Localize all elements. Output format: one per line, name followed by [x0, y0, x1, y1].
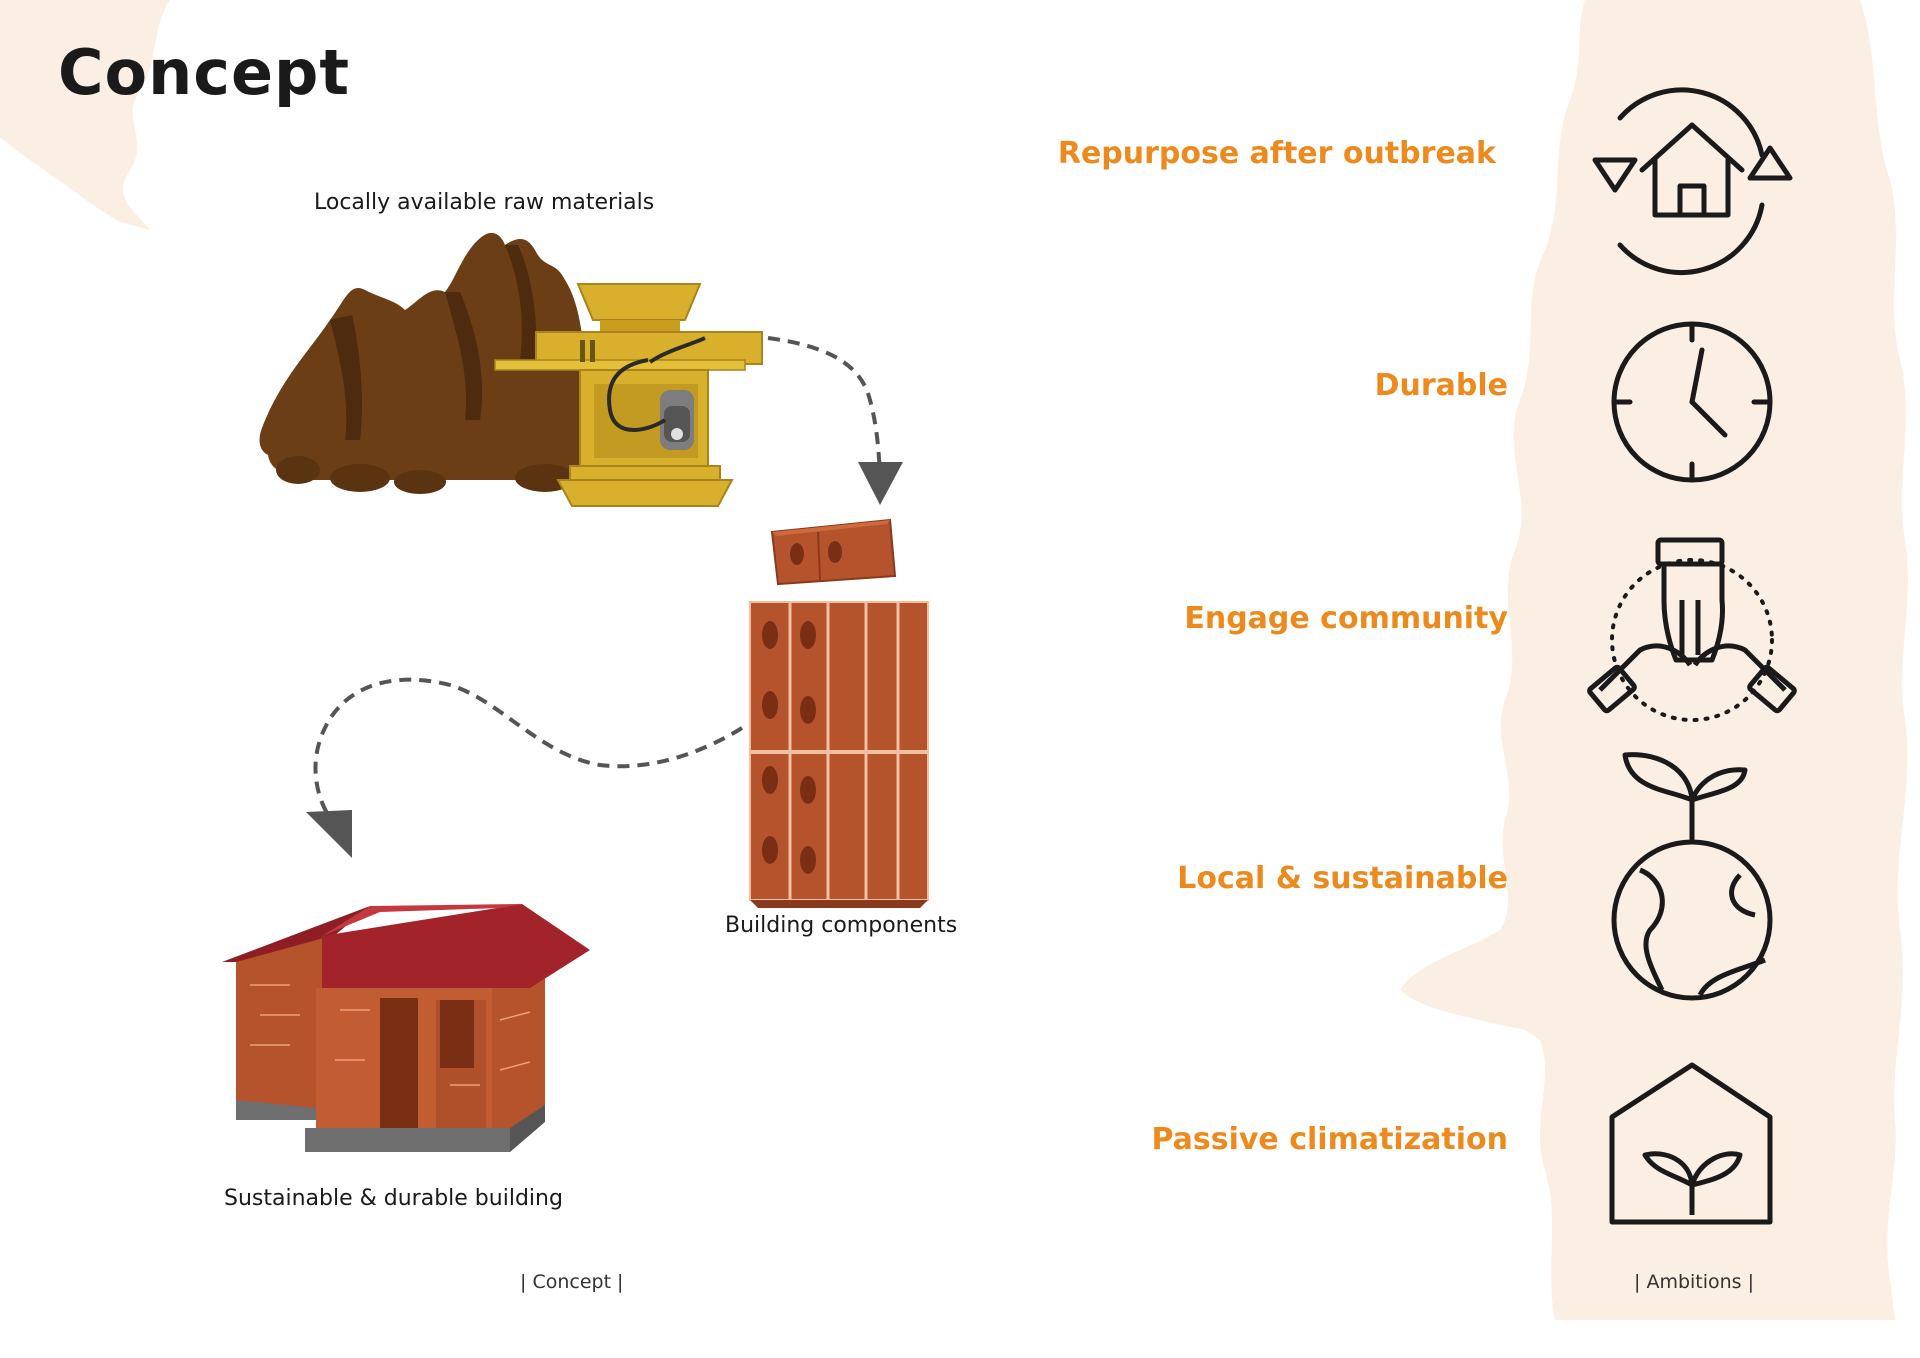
building-components-label: Building components — [725, 913, 958, 938]
top-left-brush-blob — [0, 0, 170, 230]
page-title: Concept — [58, 36, 351, 109]
raw-materials-label: Locally available raw materials — [314, 190, 655, 215]
footer-ambitions-label: | Ambitions | — [1634, 1271, 1755, 1293]
ambition-label-durable: Durable — [1374, 368, 1508, 403]
globe-sprout-icon — [1611, 752, 1773, 1001]
ambition-label-repurpose: Repurpose after outbreak — [1057, 136, 1496, 171]
brick-press-machine-illustration — [494, 283, 763, 507]
right-brush-blob — [1400, 0, 1908, 1320]
house-cycle-icon — [1592, 87, 1793, 275]
sustainable-building-label: Sustainable & durable building — [224, 1186, 563, 1211]
house-plant-icon — [1609, 1062, 1773, 1225]
clock-icon — [1611, 321, 1773, 483]
flow-arrow-machine-to-bricks — [767, 336, 903, 505]
house-illustration — [222, 904, 590, 1152]
ambition-label-engage-community: Engage community — [1184, 601, 1508, 636]
ambition-label-local-sustainable: Local & sustainable — [1177, 861, 1508, 896]
ambition-label-passive-climatization: Passive climatization — [1151, 1122, 1508, 1157]
earth-mound-illustration — [259, 232, 590, 494]
single-brick-illustration — [770, 518, 897, 586]
flow-arrow-bricks-to-building — [306, 677, 744, 858]
hands-together-icon — [1587, 537, 1797, 722]
footer-concept-label: | Concept | — [520, 1271, 624, 1293]
brick-stack-illustration — [749, 601, 929, 908]
